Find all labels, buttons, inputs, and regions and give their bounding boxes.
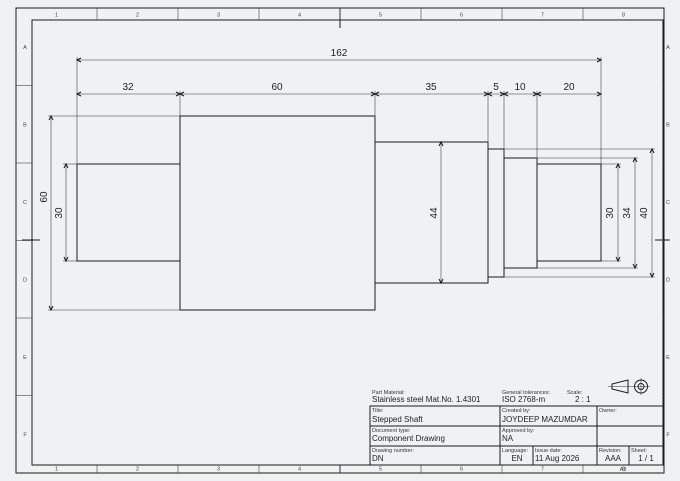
dim-seg2: 60 xyxy=(271,82,283,93)
projection-symbol-icon xyxy=(608,378,650,395)
zone-label: 2 xyxy=(136,13,139,19)
zone-label: F xyxy=(666,432,670,438)
vertical-dimensions xyxy=(48,114,655,312)
zone-label: 4 xyxy=(298,467,301,473)
language-value: EN xyxy=(511,454,522,463)
zone-label: 5 xyxy=(379,467,382,473)
approved-value: NA xyxy=(502,434,514,443)
dim-dia40: 40 xyxy=(639,207,650,219)
zone-label: 1 xyxy=(55,467,58,473)
drawno-label: Drawing number: xyxy=(372,448,414,454)
zone-label: 3 xyxy=(217,467,220,473)
part-material-label: Part Material: xyxy=(372,390,405,396)
zone-label: 5 xyxy=(379,13,382,19)
zone-label: B xyxy=(23,122,27,128)
zone-label: 7 xyxy=(541,467,544,473)
zone-label: 1 xyxy=(55,13,58,19)
zone-label: A xyxy=(666,45,670,51)
zone-label: 8 xyxy=(622,13,625,19)
zone-label: F xyxy=(23,432,27,438)
zone-label: 8 xyxy=(622,467,625,473)
issue-value: 11 Aug 2026 xyxy=(535,454,580,463)
drawno-value: DN xyxy=(372,454,384,463)
title-block: Part Material: Stainless steel Mat.No. 1… xyxy=(369,390,664,473)
created-label: Created by: xyxy=(502,408,531,414)
dim-seg3: 35 xyxy=(425,82,437,93)
scale-label: Scale: xyxy=(567,390,583,396)
zone-ticks xyxy=(16,8,664,473)
sheet-label: Sheet: xyxy=(631,448,647,454)
language-label: Language: xyxy=(502,448,528,454)
shaft-outline xyxy=(76,115,602,311)
dim-dia34: 34 xyxy=(622,207,633,219)
issue-label: Issue date: xyxy=(535,448,562,454)
dim-seg5: 10 xyxy=(514,82,526,93)
shaft-step-6 xyxy=(536,163,602,262)
dim-dia30-left: 30 xyxy=(54,207,65,219)
dim-dia44: 44 xyxy=(429,207,440,219)
zone-label: 3 xyxy=(217,13,220,19)
dim-dia60: 60 xyxy=(39,191,50,203)
tolerances-value: ISO 2768-m xyxy=(502,395,545,404)
zone-label: B xyxy=(666,122,670,128)
zone-label: 2 xyxy=(136,467,139,473)
owner-label: Owner: xyxy=(599,408,617,414)
dim-seg4: 5 xyxy=(493,82,499,93)
dim-seg6: 20 xyxy=(563,82,575,93)
zone-label: A xyxy=(23,45,27,51)
zone-label: E xyxy=(666,355,670,361)
zone-label: C xyxy=(666,200,670,206)
title-value: Stepped Shaft xyxy=(372,415,423,424)
zone-label: 7 xyxy=(541,13,544,19)
zone-label: 6 xyxy=(460,467,463,473)
dim-dia30-right: 30 xyxy=(605,207,616,219)
approved-label: Approved by: xyxy=(502,428,535,434)
title-label: Title: xyxy=(372,408,384,414)
sheet-value: 1 / 1 xyxy=(638,454,654,463)
tolerances-label: General tolerances: xyxy=(502,390,550,396)
revision-label: Revision: xyxy=(599,448,622,454)
scale-value: 2 : 1 xyxy=(575,395,591,404)
dim-seg1: 32 xyxy=(122,82,134,93)
zone-label: D xyxy=(666,277,670,283)
doctype-label: Document type: xyxy=(372,428,411,434)
part-material-value: Stainless steel Mat.No. 1.4301 xyxy=(372,395,481,404)
sheet-size: A3 xyxy=(620,467,627,473)
zone-label: 6 xyxy=(460,13,463,19)
dim-overall: 162 xyxy=(331,48,348,59)
revision-value: AAA xyxy=(605,454,622,463)
zone-label: C xyxy=(23,200,27,206)
doctype-value: Component Drawing xyxy=(372,434,445,443)
created-value: JOYDEEP MAZUMDAR xyxy=(502,415,588,424)
dimension-labels: 162 32 60 35 5 10 20 60 30 44 30 34 40 xyxy=(39,48,650,219)
horizontal-dimensions xyxy=(75,57,603,164)
zone-label: 4 xyxy=(298,13,301,19)
zone-label: E xyxy=(23,355,27,361)
inner-frame xyxy=(31,19,664,466)
zone-label: D xyxy=(23,277,27,283)
